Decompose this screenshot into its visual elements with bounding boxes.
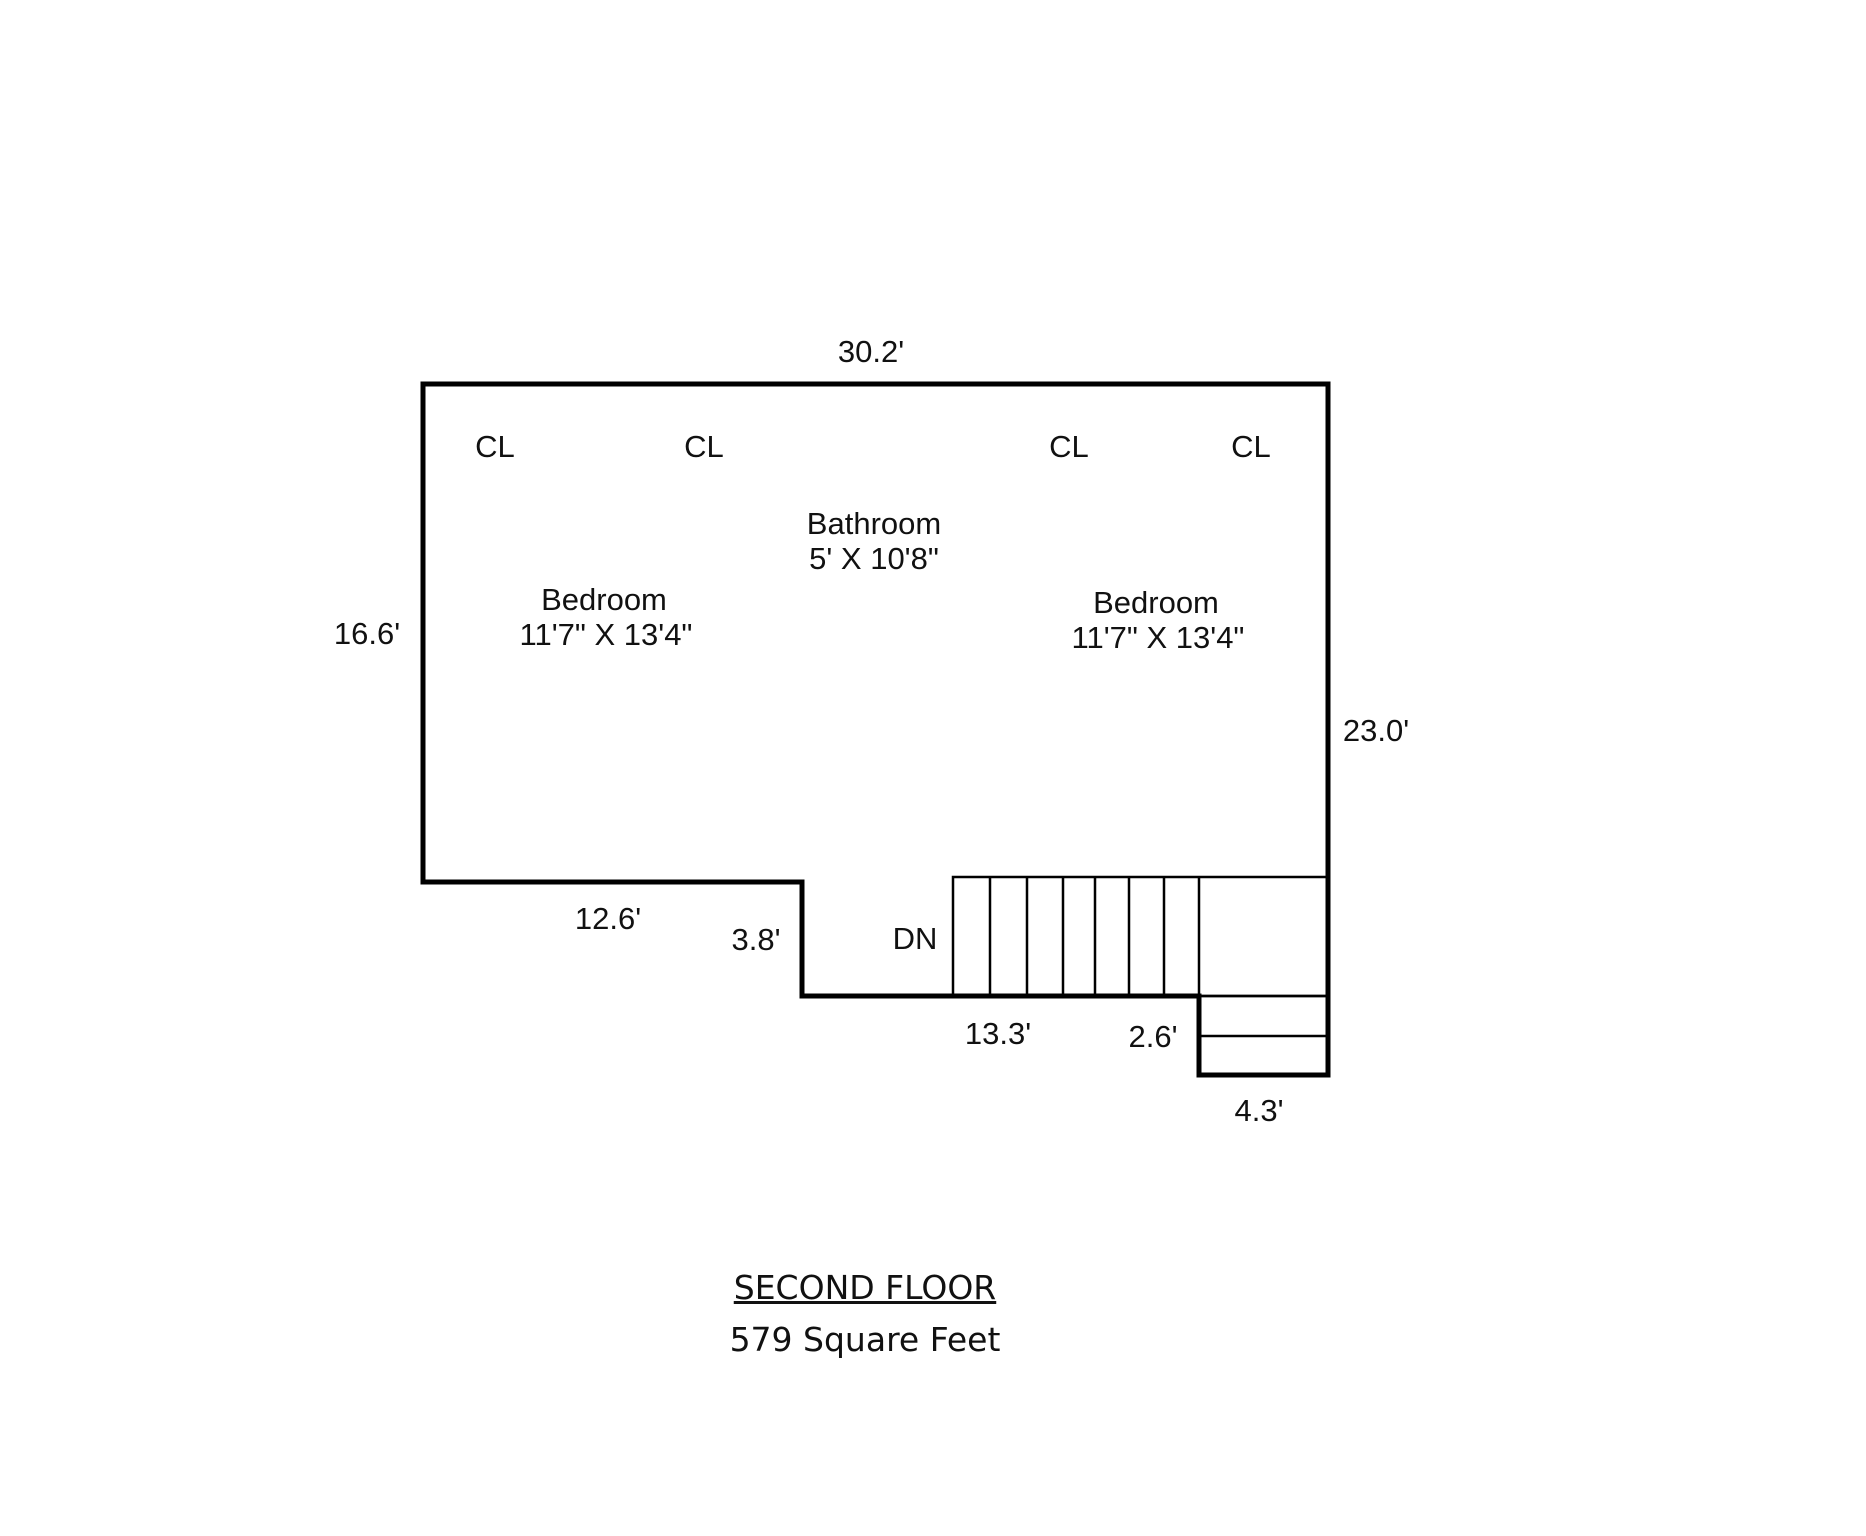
dim-bottom-left: 12.6' [575,901,641,936]
room-name: Bedroom [1093,585,1219,620]
dim-right: 23.0' [1343,713,1409,748]
staircase [951,875,1330,998]
dim-stair-bottom: 13.3' [965,1016,1031,1051]
room-size: 11'7" X 13'4" [1072,620,1245,655]
stair-landing [1199,994,1328,1038]
room-name: Bedroom [541,582,667,617]
dim-landing-width: 4.3' [1234,1093,1283,1128]
dim-notch-height: 3.8' [731,922,780,957]
dim-top: 30.2' [838,334,904,369]
dim-left: 16.6' [334,616,400,651]
room-size: 11'7" X 13'4" [520,617,693,652]
dim-landing-height: 2.6' [1128,1019,1177,1054]
closet-label: CL [475,429,515,464]
floor-title: SECOND FLOOR [733,1268,997,1307]
closet-label: CL [1231,429,1271,464]
stairs-down-label: DN [893,921,938,956]
floor-area: 579 Square Feet [729,1320,1001,1359]
closet-label: CL [684,429,724,464]
room-name: Bathroom [807,506,941,541]
outer-wall [420,381,1331,1078]
closet-label: CL [1049,429,1089,464]
room-size: 5' X 10'8" [809,541,939,576]
